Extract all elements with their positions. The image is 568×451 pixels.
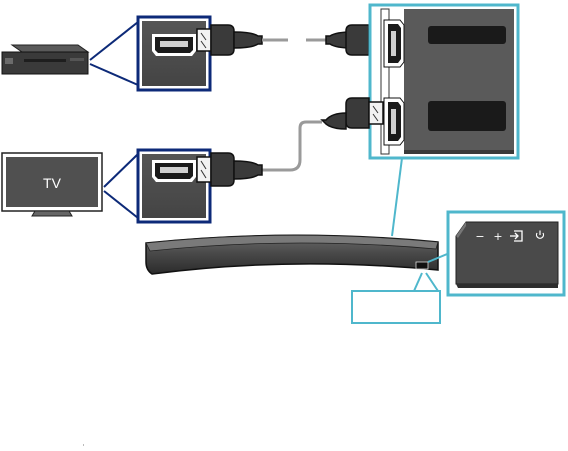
soundbar-rear-callout-lines — [391, 157, 403, 237]
hdmi-in-label-plate — [428, 26, 506, 44]
bd-player-device — [1, 44, 90, 75]
tv-label: TV — [43, 175, 62, 191]
player-hdmi-port-zoom — [136, 15, 212, 92]
player-callout-lines — [89, 21, 139, 86]
volume-up-button: + — [493, 230, 502, 243]
hdmi-in-port-icon — [383, 19, 405, 68]
hdmi-plug-icon — [196, 152, 263, 187]
hdmi-plug-icon — [196, 24, 263, 56]
soundbar-device — [145, 234, 439, 275]
soundbar-side-callout-box — [351, 290, 441, 324]
soundbar-control-panel-zoom: − + — [446, 210, 566, 297]
tv-device: TV — [1, 152, 103, 217]
hdmi-out-label-plate — [428, 101, 506, 131]
soundbar-rear-panel-zoom — [368, 3, 520, 160]
source-icon — [510, 230, 523, 242]
tv-hdmi-port-zoom — [136, 148, 212, 224]
volume-down-button: − — [475, 230, 484, 243]
tv-callout-lines — [103, 153, 139, 219]
hdmi-port-icon — [152, 160, 196, 182]
hdmi-port-icon — [152, 34, 196, 56]
hdmi-cable-tv — [262, 120, 322, 172]
power-icon — [535, 230, 545, 239]
hdmi-out-port-icon — [383, 97, 405, 146]
hdmi-plug-icon — [320, 97, 384, 130]
stray-mark — [83, 444, 84, 446]
